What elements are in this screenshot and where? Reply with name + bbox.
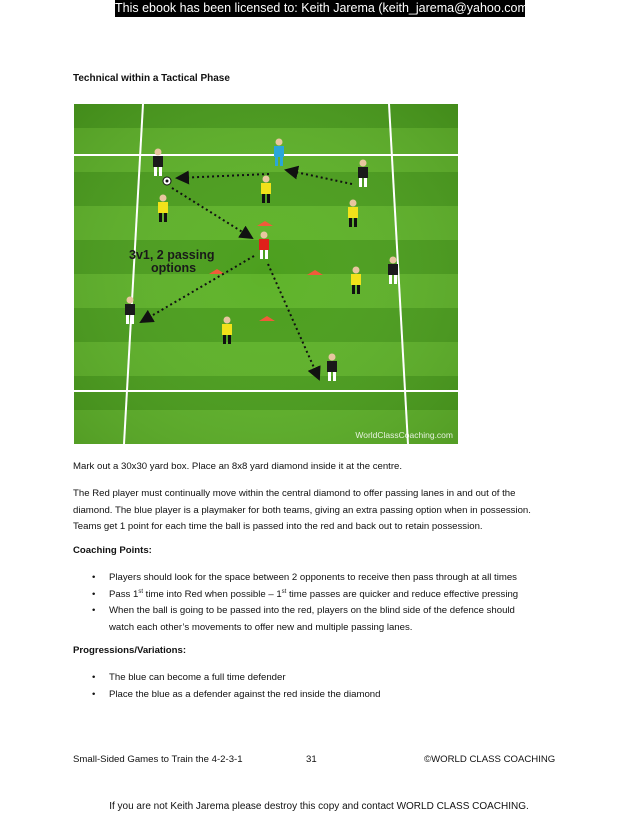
list-item: • Place the blue as a defender against t… (92, 687, 562, 704)
black-player (358, 159, 368, 187)
bullet-icon: • (92, 672, 96, 683)
pitch-svg: 3v1, 2 passing options WorldClassCoachin… (74, 104, 458, 444)
paragraph-rules-line: Teams get 1 point for each time the ball… (73, 521, 483, 532)
bullet-icon: • (92, 688, 96, 700)
footer-book-title: Small-Sided Games to Train the 4-2-3-1 (73, 754, 243, 765)
players (125, 138, 398, 381)
list-item: • Pass 1st time into Red when possible –… (92, 587, 562, 604)
list-item: • The blue can become a full time defend… (92, 670, 562, 687)
bullet-icon: • (92, 572, 96, 583)
black-player (125, 296, 135, 324)
paragraph-rules-line: The Red player must continually move wit… (73, 488, 516, 499)
red-player (259, 231, 269, 259)
arrow-to-red (171, 187, 254, 240)
bullet-icon: • (92, 605, 96, 616)
paragraph-rules-line: diamond. The blue player is a playmaker … (73, 504, 531, 516)
footer-copyright: ©WORLD CLASS COACHING (424, 754, 556, 765)
paragraph-setup: Mark out a 30x30 yard box. Place an 8x8 … (73, 461, 403, 472)
coaching-points-heading: Coaching Points: (73, 545, 152, 556)
license-banner: This ebook has been licensed to: Keith J… (115, 0, 533, 17)
yellow-player (348, 199, 358, 227)
coaching-points-list: • Players should look for the space betw… (92, 570, 562, 636)
cone-right (307, 270, 323, 275)
arrow-blue-to-black (175, 170, 270, 185)
yellow-player (261, 175, 271, 203)
diagram-label-line2: options (151, 261, 196, 275)
yellow-player (158, 194, 168, 222)
license-footer: If you are not Keith Jarema please destr… (109, 801, 529, 812)
cone-top (257, 221, 273, 226)
bullet-icon: • (92, 588, 96, 600)
list-item: • Players should look for the space betw… (92, 570, 562, 587)
progressions-heading: Progressions/Variations: (73, 645, 187, 656)
diamond-cones (209, 221, 323, 321)
diagram-watermark: WorldClassCoaching.com (355, 430, 453, 440)
cone-bottom (259, 316, 275, 321)
pitch-lines (74, 104, 458, 444)
black-player (327, 353, 337, 381)
pitch-stripes (74, 104, 458, 444)
footer-page-number: 31 (306, 754, 317, 765)
black-player (153, 148, 163, 176)
yellow-player (351, 266, 361, 294)
arrow-red-to-left (139, 255, 255, 324)
drill-diagram: 3v1, 2 passing options WorldClassCoachin… (74, 104, 458, 444)
section-title: Technical within a Tactical Phase (73, 73, 230, 84)
blue-player (274, 138, 284, 166)
black-team (125, 148, 398, 381)
cone-left (209, 269, 225, 274)
pass-arrows (139, 165, 353, 381)
ball (162, 176, 172, 186)
yellow-team (158, 175, 361, 344)
black-player (388, 256, 398, 284)
diagram-label-line1: 3v1, 2 passing (129, 248, 214, 262)
paragraph-rules: The Red player must continually move wit… (73, 486, 568, 536)
yellow-player (222, 316, 232, 344)
list-item: • When the ball is going to be passed in… (92, 605, 515, 633)
progressions-list: • The blue can become a full time defend… (92, 670, 562, 703)
arrow-black-to-blue (284, 165, 353, 185)
arrow-red-to-bottom (267, 263, 321, 381)
